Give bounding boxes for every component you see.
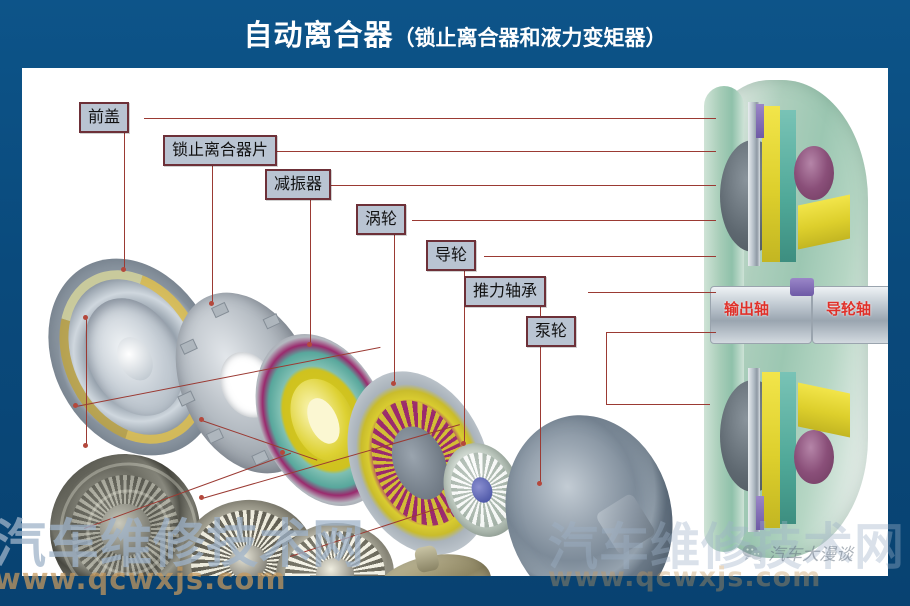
cutaway-shaft-coupling [790, 278, 814, 296]
leader-pump-h [606, 332, 716, 333]
callout-front-cover[interactable]: 前盖 [79, 102, 130, 133]
anchor-damper [307, 342, 312, 347]
leader-pump-h2 [606, 404, 710, 405]
page-title-main: 自动离合器 [243, 18, 394, 52]
leader-front-cover-v [124, 118, 125, 270]
leader-front-cover-h [144, 118, 716, 119]
clutch-plate-tooth [262, 313, 281, 330]
cutaway-lower-stator-core [794, 430, 834, 484]
cutaway-lower-teal-member [780, 372, 796, 524]
leader-damper-h [330, 185, 716, 186]
callout-stator[interactable]: 导轮 [426, 240, 477, 271]
cutaway-upper-clutch-plate [748, 102, 760, 266]
anchor-clutch-plate-2 [199, 417, 204, 422]
leader-thrust-bearing-h [588, 292, 716, 293]
watermark-brand: 汽车大漫谈 [742, 540, 853, 565]
watermark-site-url-2: www.qcwxjs.com [548, 562, 822, 593]
watermark-site-left: 汽车维修技术网 www.qcwxjs.com [0, 515, 366, 596]
leader-damper-v [310, 185, 311, 345]
watermark-site-name-2: 汽车维修技术网 [548, 518, 905, 576]
anchor-front-cover [121, 267, 126, 272]
title-bar: 自动离合器（锁止离合器和液力变矩器） [0, 0, 910, 66]
page-title: 自动离合器（锁止离合器和液力变矩器） [243, 12, 666, 54]
anchor-clutch-plate [209, 301, 214, 306]
callout-pump-impeller[interactable]: 泵轮 [526, 316, 577, 347]
diagram-canvas: 输出轴 导轮轴 [22, 68, 888, 576]
anchor-damper-2 [73, 403, 78, 408]
anchor-stator [461, 441, 466, 446]
leader-stator-h [484, 256, 716, 257]
callout-turbine[interactable]: 涡轮 [356, 204, 407, 235]
page-title-sub: （锁止离合器和液力变矩器） [393, 26, 667, 50]
cutaway-lower-yellow-turbine [762, 372, 780, 528]
leader-stator-v [464, 256, 465, 444]
leader-thrust-bearing-v [540, 292, 541, 484]
watermark-site-url: www.qcwxjs.com [0, 561, 287, 596]
clutch-plate-tooth [205, 427, 225, 445]
anchor-thrust-bearing [537, 481, 542, 486]
cutaway-upper-yellow-turbine [762, 106, 780, 262]
leader-turbine-h [412, 220, 716, 221]
cutaway-lower-clutch-plate [748, 368, 760, 532]
leader-front-cover-v2 [86, 318, 87, 446]
leader-turbine-v [394, 220, 395, 384]
wechat-icon [742, 544, 763, 562]
watermark-brand-name: 汽车大漫谈 [768, 545, 853, 565]
cutaway-upper-damper-spring [756, 104, 764, 138]
cutaway-label-stator-shaft: 导轮轴 [826, 300, 872, 318]
leader-clutch-plate-h [230, 151, 716, 152]
anchor-turbine-2 [199, 495, 204, 500]
anchor-stator-2 [446, 508, 451, 513]
watermark-site-right: 汽车维修技术网 www.qcwxjs.com [548, 518, 905, 593]
watermark-site-name: 汽车维修技术网 [0, 515, 366, 575]
anchor-turbine [391, 381, 396, 386]
clutch-plate-tooth [179, 338, 198, 355]
callout-damper[interactable]: 减振器 [265, 169, 332, 200]
cutaway-upper-teal-member [780, 110, 796, 262]
leader-clutch-plate-v [212, 151, 213, 304]
leader-pump-v [606, 332, 607, 404]
anchor-front-cover-2 [83, 315, 88, 320]
callout-thrust-bearing[interactable]: 推力轴承 [464, 276, 547, 307]
stator-shaft-body [812, 286, 888, 344]
cutaway-upper-stator-core [794, 146, 834, 200]
cutaway-label-output-shaft: 输出轴 [724, 300, 770, 318]
cutaway-lower-damper-spring [756, 496, 764, 530]
anchor-converter-assembly [83, 443, 88, 448]
anchor-pump [280, 450, 285, 455]
callout-lockup-clutch-plate[interactable]: 锁止离合器片 [163, 135, 278, 166]
cutaway-cross-section: 输出轴 导轮轴 [686, 80, 888, 558]
